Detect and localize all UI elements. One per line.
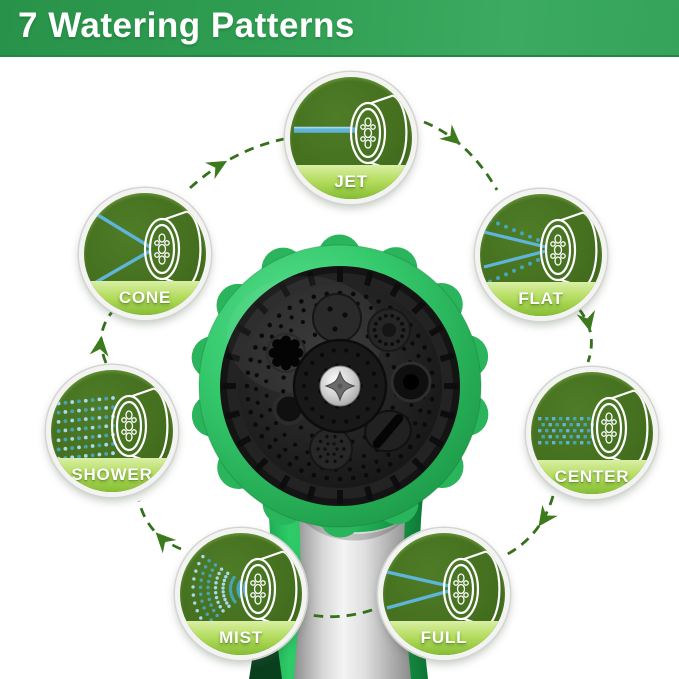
label-band — [290, 165, 412, 199]
pattern-badge-flat: FLAT — [475, 189, 607, 321]
spray-flat-illustration — [483, 211, 598, 289]
label-band — [180, 621, 302, 655]
label-band — [383, 621, 505, 655]
pattern-label-cone: CONE — [118, 288, 172, 307]
pattern-badge-center: CENTER — [526, 367, 658, 499]
pattern-badge-jet: JET — [285, 72, 417, 204]
nozzle-product-illustration — [191, 234, 489, 679]
header-banner: 7 Watering Patterns — [0, 0, 679, 57]
pattern-badge-shower: SHOWER — [46, 365, 178, 497]
label-band — [51, 458, 173, 492]
pattern-label-jet: JET — [334, 172, 368, 191]
label-band — [531, 460, 653, 494]
page-title: 7 Watering Patterns — [18, 6, 355, 45]
spray-mist-illustration — [191, 550, 298, 628]
pattern-badge-cone: CONE — [79, 188, 211, 320]
pattern-label-shower: SHOWER — [71, 465, 153, 484]
pattern-label-flat: FLAT — [518, 289, 564, 308]
pattern-label-full: FULL — [420, 628, 468, 647]
pattern-badge-full: FULL — [378, 528, 510, 660]
pattern-label-mist: MIST — [219, 628, 263, 647]
label-band — [84, 281, 206, 315]
pattern-label-center: CENTER — [554, 467, 630, 486]
spray-full-illustration — [386, 550, 501, 628]
pattern-badge-mist: MIST — [175, 528, 307, 660]
